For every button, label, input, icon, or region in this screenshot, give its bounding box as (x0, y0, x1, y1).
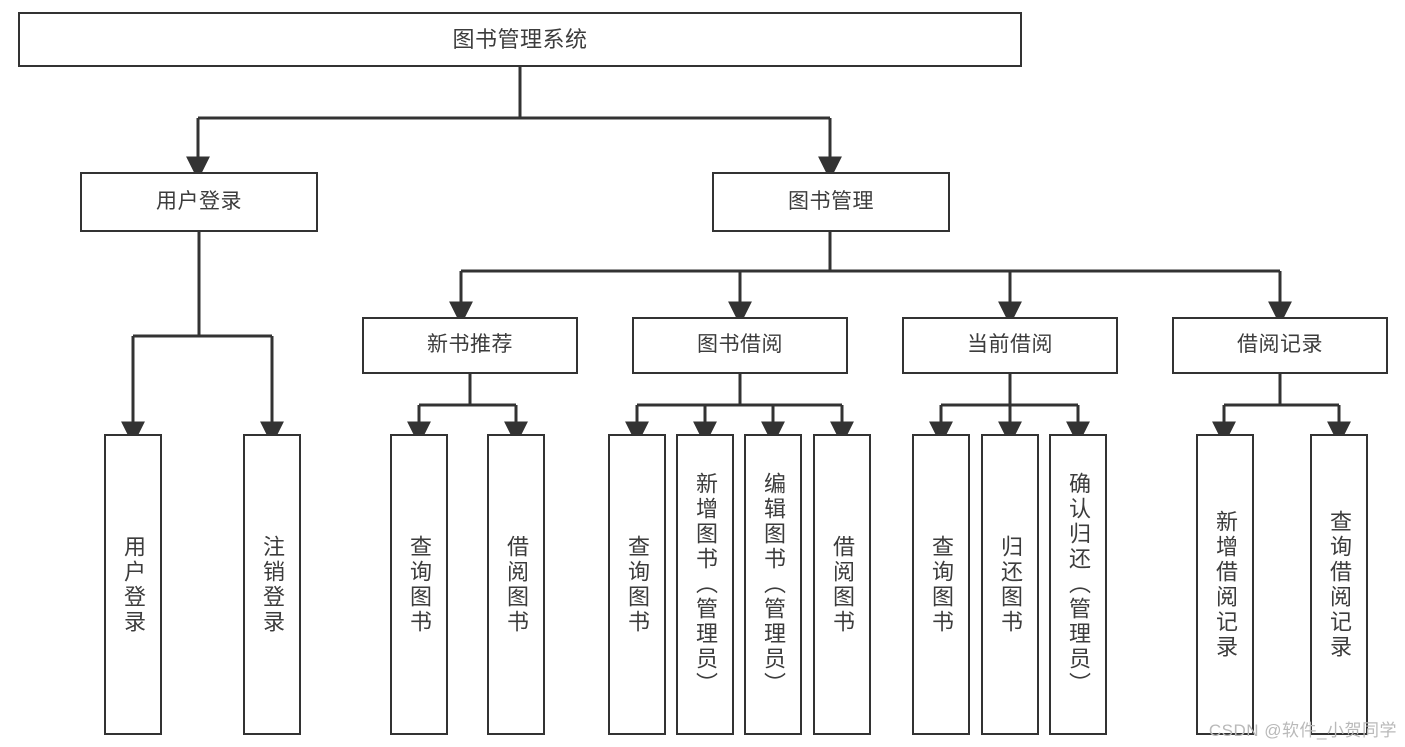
node-new-book-recommendation[interactable]: 新书推荐 (362, 317, 578, 374)
leaf-user-login[interactable]: 用户登录 (104, 434, 162, 735)
leaf-return-book[interactable]: 归还图书 (981, 434, 1039, 735)
node-borrowing-records[interactable]: 借阅记录 (1172, 317, 1388, 374)
node-user-login[interactable]: 用户登录 (80, 172, 318, 232)
leaf-borrow-book[interactable]: 借阅图书 (813, 434, 871, 735)
node-current-borrowing[interactable]: 当前借阅 (902, 317, 1118, 374)
leaf-query-book-borrow[interactable]: 查询图书 (608, 434, 666, 735)
node-book-management[interactable]: 图书管理 (712, 172, 950, 232)
node-root-book-management-system[interactable]: 图书管理系统 (18, 12, 1022, 67)
leaf-add-book-admin[interactable]: 新增图书（管理员） (676, 434, 734, 735)
csdn-watermark: CSDN @软件_小贺同学 (1208, 721, 1397, 740)
leaf-logout[interactable]: 注销登录 (243, 434, 301, 735)
leaf-confirm-return-admin[interactable]: 确认归还（管理员） (1049, 434, 1107, 735)
leaf-query-borrow-record[interactable]: 查询借阅记录 (1310, 434, 1368, 735)
leaf-borrow-book-recommend[interactable]: 借阅图书 (487, 434, 545, 735)
leaf-query-book-current[interactable]: 查询图书 (912, 434, 970, 735)
leaf-query-book-recommend[interactable]: 查询图书 (390, 434, 448, 735)
leaf-add-borrow-record[interactable]: 新增借阅记录 (1196, 434, 1254, 735)
node-book-borrowing[interactable]: 图书借阅 (632, 317, 848, 374)
leaf-edit-book-admin[interactable]: 编辑图书（管理员） (744, 434, 802, 735)
